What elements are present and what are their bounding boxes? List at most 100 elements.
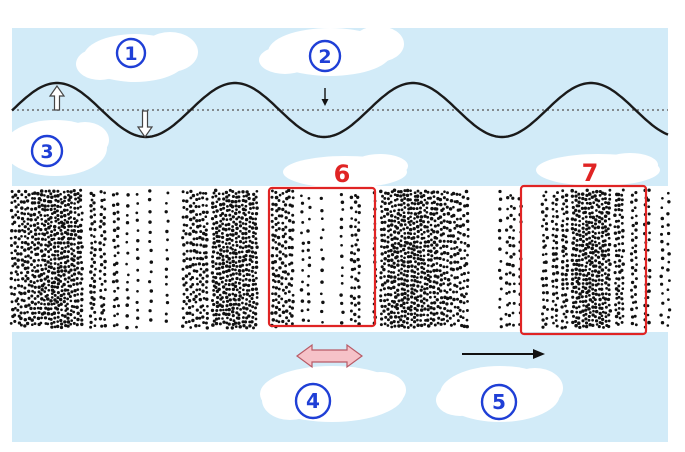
- particle: [646, 221, 651, 225]
- particle: [397, 315, 401, 319]
- particle: [387, 263, 391, 267]
- particle: [40, 237, 45, 241]
- particle: [595, 214, 599, 218]
- particle: [92, 260, 97, 265]
- particle: [400, 267, 403, 271]
- particle: [408, 260, 413, 264]
- particle: [53, 257, 57, 261]
- particle: [340, 301, 344, 306]
- particle: [577, 209, 581, 213]
- particle: [9, 321, 13, 325]
- particle: [50, 296, 54, 299]
- particle: [231, 247, 234, 251]
- particle: [244, 208, 247, 212]
- particle: [69, 299, 73, 303]
- particle: [244, 217, 249, 222]
- particle: [45, 275, 50, 279]
- particle: [14, 229, 17, 233]
- particle: [226, 316, 229, 320]
- particle: [111, 280, 116, 284]
- particle: [390, 325, 394, 329]
- particle: [46, 222, 50, 226]
- particle: [274, 202, 278, 207]
- particle: [620, 208, 624, 212]
- particle: [234, 268, 237, 272]
- particle: [231, 256, 235, 259]
- particle: [604, 315, 608, 319]
- particle: [422, 301, 426, 305]
- particle: [149, 318, 153, 322]
- particle: [629, 252, 634, 256]
- particle: [30, 294, 34, 298]
- particle: [306, 283, 310, 287]
- particle: [552, 258, 556, 263]
- particle: [410, 211, 413, 215]
- particle: [24, 195, 28, 199]
- particle: [402, 247, 406, 252]
- particle: [585, 188, 589, 192]
- particle: [78, 223, 83, 228]
- particle: [389, 210, 393, 213]
- particle: [246, 283, 251, 288]
- particle: [455, 297, 460, 301]
- particle: [466, 253, 469, 257]
- particle: [399, 229, 403, 232]
- particle: [191, 318, 195, 323]
- particle: [100, 311, 104, 315]
- particle: [393, 275, 397, 279]
- particle: [614, 219, 618, 223]
- particle: [614, 198, 618, 202]
- particle: [235, 217, 239, 221]
- particle: [432, 280, 436, 284]
- particle: [185, 191, 189, 195]
- particle: [248, 273, 251, 277]
- particle: [339, 217, 344, 221]
- particle: [242, 195, 246, 198]
- particle: [396, 216, 400, 220]
- particle: [449, 261, 453, 265]
- particle: [214, 230, 219, 235]
- particle: [53, 228, 57, 232]
- particle: [33, 201, 37, 205]
- particle: [231, 225, 235, 228]
- particle: [34, 237, 38, 241]
- particle: [403, 256, 406, 260]
- particle: [446, 191, 449, 195]
- particle: [634, 323, 638, 327]
- particle: [75, 282, 79, 286]
- particle: [78, 198, 83, 202]
- particle: [399, 239, 403, 243]
- particle: [410, 247, 414, 251]
- particle: [250, 293, 255, 297]
- particle: [596, 255, 601, 259]
- particle: [10, 251, 14, 255]
- particle: [70, 229, 74, 232]
- particle: [277, 214, 281, 218]
- particle: [587, 289, 591, 293]
- particle: [608, 193, 612, 197]
- particle: [349, 224, 353, 229]
- particle: [608, 309, 613, 313]
- particle: [116, 312, 119, 316]
- particle: [69, 268, 73, 272]
- particle: [423, 271, 427, 275]
- particle: [448, 316, 452, 320]
- particle: [357, 295, 361, 299]
- particle: [607, 268, 611, 272]
- particle: [446, 309, 450, 313]
- particle: [634, 228, 638, 232]
- particle: [234, 199, 238, 204]
- particle: [52, 237, 56, 241]
- particle: [395, 255, 399, 259]
- particle: [80, 261, 83, 264]
- particle: [597, 231, 601, 235]
- particle: [287, 195, 291, 199]
- particle: [397, 324, 401, 328]
- particle: [402, 227, 406, 231]
- particle: [321, 321, 324, 324]
- particle: [413, 296, 418, 300]
- particle: [113, 314, 116, 318]
- particle: [80, 322, 84, 327]
- particle: [551, 207, 555, 211]
- particle: [389, 270, 393, 274]
